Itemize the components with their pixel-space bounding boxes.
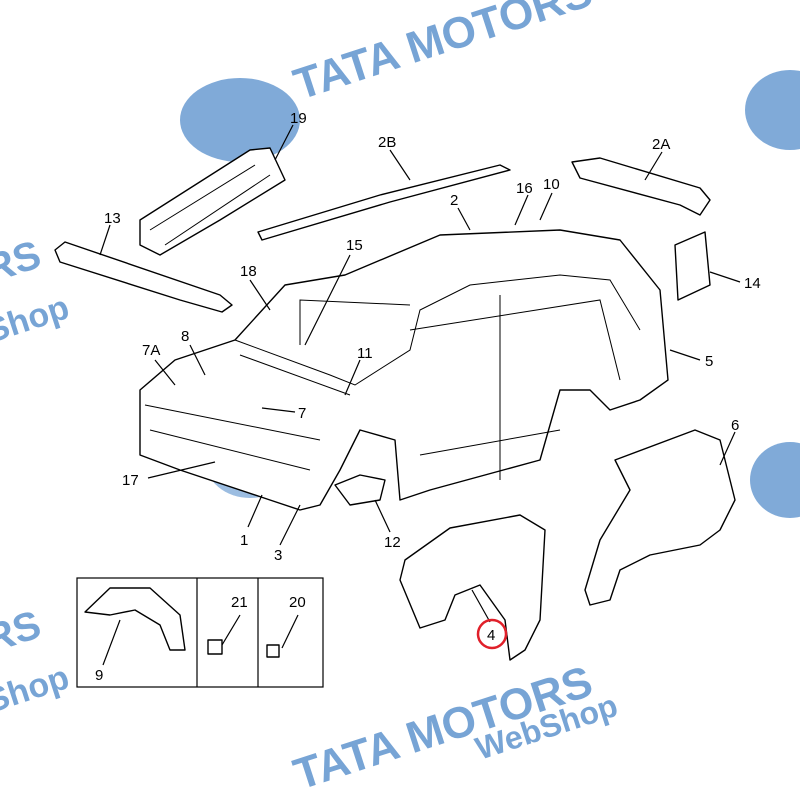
callout-1: 1: [240, 532, 248, 549]
callout-16: 16: [516, 180, 533, 197]
callout-9: 9: [95, 667, 103, 684]
leader-lines: [99, 124, 741, 666]
part-2B-roof-rail: [257, 164, 511, 241]
part-14-panel: [674, 231, 711, 301]
callout-13: 13: [104, 210, 121, 227]
svg-text:TATA MOTORS: TATA MOTORS: [288, 0, 598, 110]
callout-7: 7: [298, 405, 306, 422]
callout-7A: 7A: [142, 342, 160, 359]
svg-text:Shop: Shop: [0, 288, 74, 350]
callout-18: 18: [240, 263, 257, 280]
callout-10: 10: [543, 176, 560, 193]
callout-5: 5: [705, 353, 713, 370]
callout-20: 20: [289, 594, 306, 611]
callout-4[interactable]: 4: [487, 627, 495, 644]
car-body: [139, 229, 669, 511]
svg-text:Shop: Shop: [0, 658, 74, 720]
svg-text:RS: RS: [0, 233, 46, 292]
part-12-splash: [334, 474, 386, 506]
callout-17: 17: [122, 472, 139, 489]
part-13-cross-member: [54, 241, 233, 313]
callout-3: 3: [274, 547, 282, 564]
inset-box: [76, 577, 324, 688]
part-19-bracket: [139, 147, 286, 256]
highlight-circle: [476, 618, 508, 650]
callout-2A: 2A: [652, 136, 670, 153]
callout-6: 6: [731, 417, 739, 434]
callout-8: 8: [181, 328, 189, 345]
callout-21: 21: [231, 594, 248, 611]
callout-11: 11: [357, 345, 373, 362]
callout-12: 12: [384, 534, 401, 551]
part-21-nut: [207, 639, 223, 655]
callout-14: 14: [744, 275, 761, 292]
part-4-fender: [399, 514, 546, 661]
part-20-nut: [266, 644, 280, 658]
callout-2B: 2B: [378, 134, 396, 151]
callout-15: 15: [346, 237, 363, 254]
callout-2: 2: [450, 192, 458, 209]
svg-text:RS: RS: [0, 603, 46, 662]
part-2A-roof-bow: [571, 157, 711, 216]
callout-19: 19: [290, 110, 307, 127]
part-6-rear-quarter: [584, 429, 736, 606]
part-9-wheelhouse: [84, 587, 186, 651]
